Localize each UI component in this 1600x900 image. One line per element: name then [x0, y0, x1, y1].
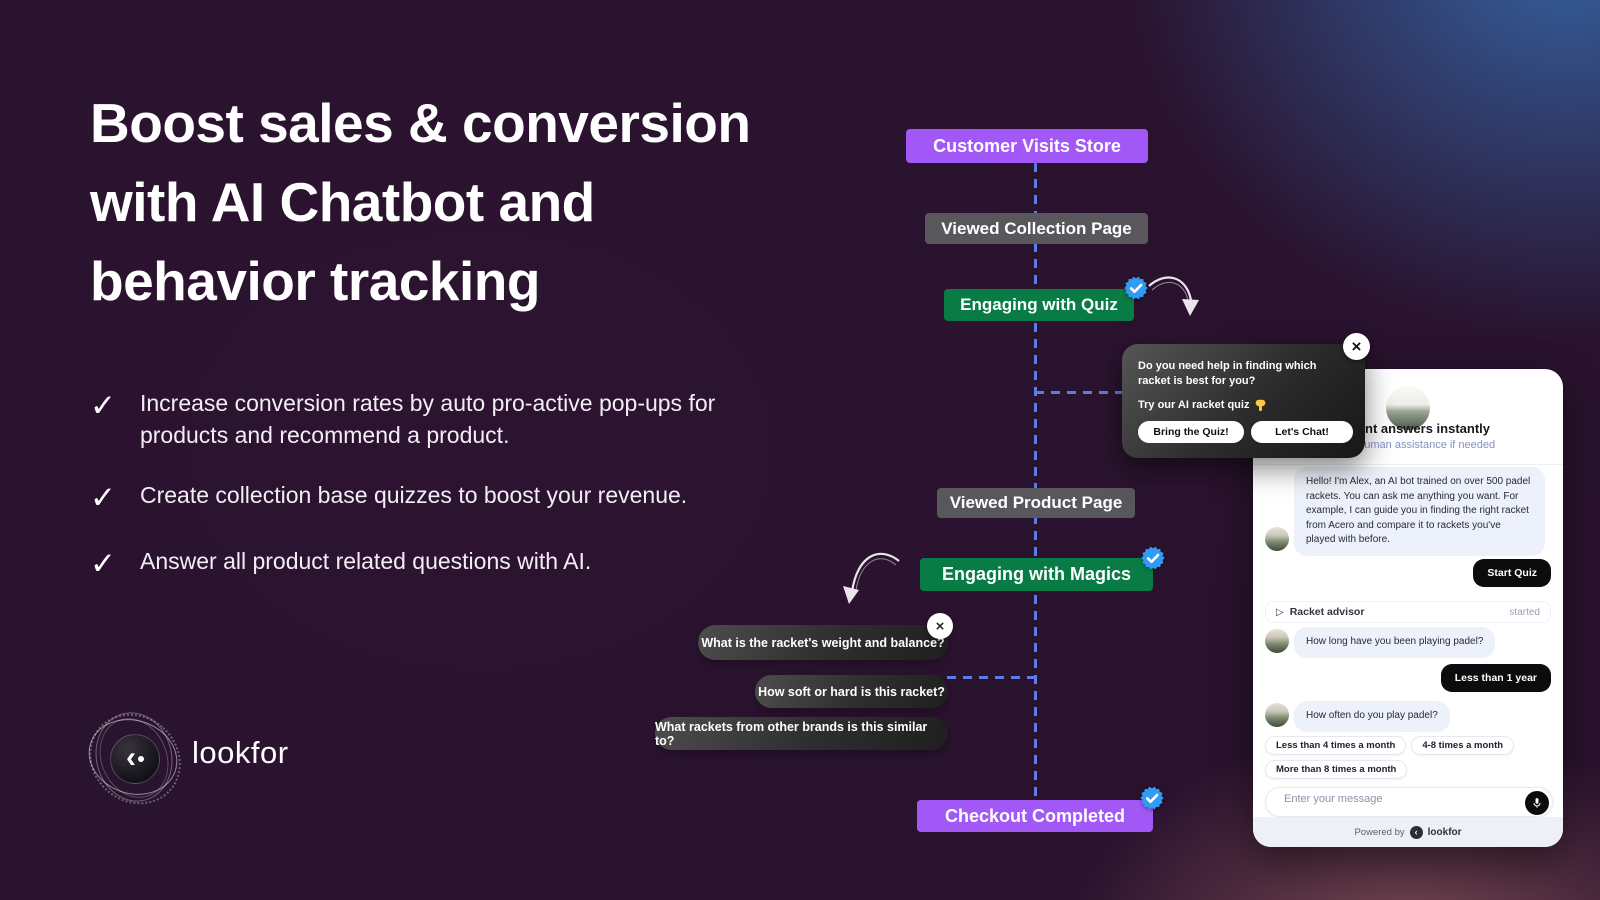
verified-badge-icon	[1139, 544, 1167, 572]
benefit-text: Increase conversion rates by auto pro-ac…	[139, 390, 716, 448]
close-icon[interactable]: ×	[927, 613, 953, 639]
verified-badge-icon	[1138, 784, 1166, 812]
arrow-to-questions-icon	[843, 552, 900, 604]
widget-footer: Powered by ‹ lookfor	[1253, 817, 1563, 847]
tool-status: started	[1509, 606, 1540, 618]
verified-badge-icon	[1122, 274, 1150, 302]
benefit-item: ✓ Increase conversion rates by auto pro-…	[90, 387, 750, 451]
microphone-icon	[1533, 798, 1541, 808]
checkmark-icon: ✓	[90, 546, 116, 582]
logo-chevron-icon: ‹	[110, 734, 160, 784]
popup-cta: Try our AI racket quiz	[1138, 398, 1353, 412]
brand-wordmark: lookfor	[192, 735, 289, 770]
benefit-text: Create collection base quizzes to boost …	[139, 482, 688, 508]
message-input-container	[1265, 787, 1553, 817]
agent-avatar	[1386, 386, 1430, 430]
flow-questions-connector	[947, 676, 1035, 679]
play-icon: ▷	[1276, 606, 1284, 618]
bot-avatar	[1265, 703, 1289, 727]
microphone-button[interactable]	[1525, 791, 1549, 815]
bot-message: How long have you been playing padel?	[1294, 627, 1496, 658]
benefit-text: Answer all product related questions wit…	[139, 548, 592, 574]
benefit-item: ✓ Answer all product related questions w…	[90, 545, 750, 581]
suggested-question-pill[interactable]: What is the racket's weight and balance?…	[698, 613, 953, 660]
checkmark-icon: ✓	[90, 480, 116, 516]
tool-name: Racket advisor	[1289, 606, 1365, 618]
flow-step-customer-visits-store: Customer Visits Store	[906, 129, 1148, 163]
popup-question: Do you need help in finding which racket…	[1138, 360, 1317, 387]
user-message-start-quiz: Start Quiz	[1473, 559, 1551, 587]
proactive-popup: Do you need help in finding which racket…	[1122, 333, 1370, 458]
lookfor-mini-logo-icon: ‹	[1409, 825, 1423, 839]
message-input[interactable]	[1282, 792, 1506, 806]
flow-step-engaging-with-magics: Engaging with Magics	[920, 546, 1165, 591]
option-chip[interactable]: 4-8 times a month	[1411, 736, 1515, 755]
flow-vertical-connector	[1034, 163, 1037, 800]
user-message-answer: Less than 1 year	[1440, 664, 1551, 692]
powered-by-label: Powered by	[1354, 826, 1405, 838]
flow-step-checkout-completed: Checkout Completed	[917, 786, 1164, 832]
suggested-question-pill[interactable]: What rackets from other brands is this s…	[655, 717, 948, 750]
arrow-to-popup-icon	[1148, 276, 1199, 316]
tool-run-row: ▷ Racket advisor started	[1265, 601, 1551, 623]
flow-step-viewed-collection-page: Viewed Collection Page	[925, 213, 1148, 244]
chat-widget: AI agent answers instantly Ask for human…	[1253, 369, 1563, 847]
bot-avatar	[1265, 527, 1289, 551]
bring-the-quiz-button[interactable]: Bring the Quiz!	[1138, 421, 1244, 443]
quick-reply-options: Less than 4 times a month 4-8 times a mo…	[1265, 736, 1515, 779]
checkmark-icon: ✓	[90, 388, 116, 424]
popup-close-icon[interactable]: ×	[1343, 333, 1370, 360]
flow-popup-connector	[1035, 391, 1123, 394]
chat-header-title: AI agent answers instantly	[1326, 421, 1490, 436]
point-down-emoji-icon	[1256, 399, 1266, 412]
bot-avatar	[1265, 629, 1289, 653]
headline-line-1: Boost sales & conversion	[90, 92, 751, 154]
lookfor-logo: ‹	[70, 694, 200, 824]
flow-step-viewed-product-page: Viewed Product Page	[937, 488, 1135, 518]
option-chip[interactable]: Less than 4 times a month	[1265, 736, 1407, 755]
benefit-item: ✓ Create collection base quizzes to boos…	[90, 479, 750, 515]
lets-chat-button[interactable]: Let's Chat!	[1250, 421, 1353, 443]
bot-message: Hello! I'm Alex, an AI bot trained on ov…	[1294, 467, 1545, 556]
bot-message: How often do you play padel?	[1294, 701, 1450, 732]
page-title: Boost sales & conversion with AI Chatbot…	[90, 84, 751, 321]
flow-step-engaging-with-quiz: Engaging with Quiz	[944, 276, 1148, 321]
headline-line-3: behavior tracking	[90, 250, 540, 312]
divider	[1253, 464, 1563, 465]
footer-brand[interactable]: lookfor	[1427, 826, 1462, 838]
headline-line-2: with AI Chatbot and	[90, 171, 595, 233]
option-chip[interactable]: More than 8 times a month	[1265, 760, 1408, 779]
suggested-question-pill[interactable]: How soft or hard is this racket?	[755, 675, 948, 708]
